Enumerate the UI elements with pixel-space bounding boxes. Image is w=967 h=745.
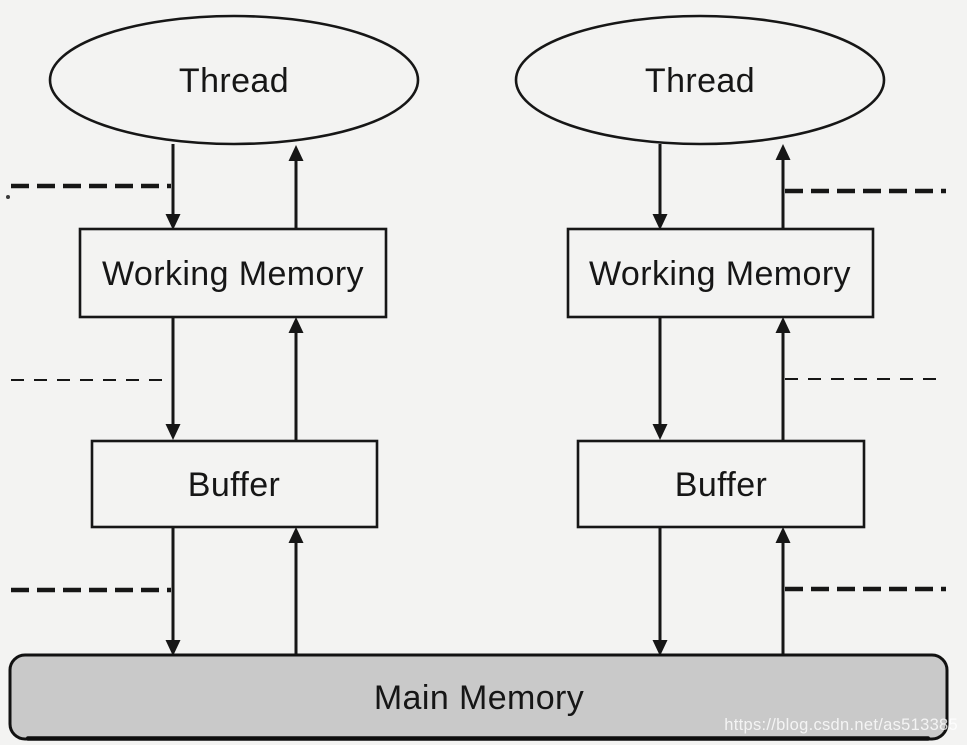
- arrowhead-down-icon: [165, 214, 181, 230]
- arrowhead-down-icon: [165, 640, 181, 656]
- thread-node-right: [514, 14, 886, 146]
- working-memory-box-right: [566, 227, 875, 319]
- thread-label-left: Thread: [179, 62, 289, 100]
- arrow-heads-left: [165, 145, 304, 656]
- thread-node-left: [48, 14, 420, 146]
- arrowhead-up-icon: [775, 144, 791, 160]
- arrow-lines-left: [171, 144, 298, 656]
- buffer-label-right: Buffer: [675, 466, 768, 504]
- arrow-heads-right: [652, 144, 791, 656]
- buffer-box-left: [90, 439, 379, 529]
- arrowhead-up-icon: [288, 527, 304, 543]
- arrow-lines-right: [658, 144, 785, 656]
- arrowhead-up-icon: [775, 317, 791, 333]
- stray-dot: [6, 195, 10, 199]
- buffer-box-right: [576, 439, 866, 529]
- arrowhead-down-icon: [652, 424, 668, 440]
- arrowhead-down-icon: [652, 214, 668, 230]
- arrowhead-up-icon: [288, 317, 304, 333]
- arrowhead-down-icon: [652, 640, 668, 656]
- working-memory-label-right: Working Memory: [589, 255, 851, 293]
- arrowhead-up-icon: [775, 527, 791, 543]
- arrowhead-up-icon: [288, 145, 304, 161]
- working-memory-box-left: [78, 227, 388, 319]
- buffer-label-left: Buffer: [188, 466, 281, 504]
- working-memory-label-left: Working Memory: [102, 255, 364, 293]
- thread-label-right: Thread: [645, 62, 755, 100]
- main-memory-label: Main Memory: [374, 679, 584, 717]
- watermark-text: https://blog.csdn.net/as513385: [724, 716, 958, 734]
- arrowhead-down-icon: [165, 424, 181, 440]
